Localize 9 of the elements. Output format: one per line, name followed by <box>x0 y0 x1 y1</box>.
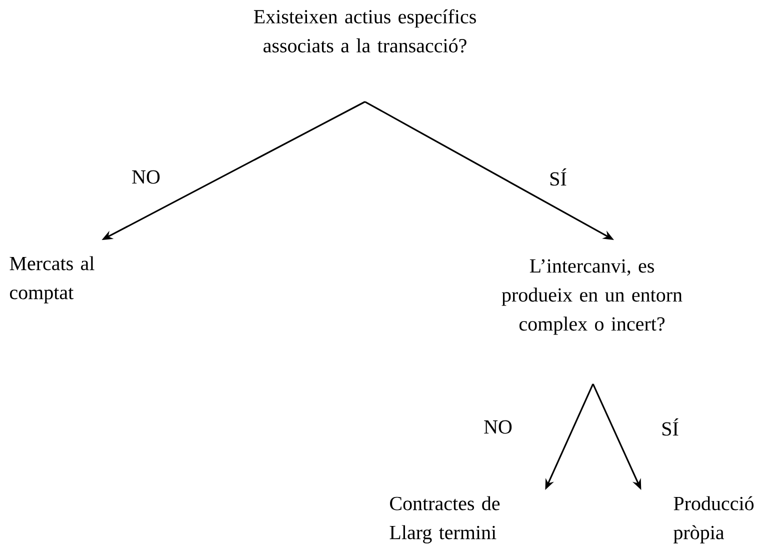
question-text: Contractes de Llarg termini <box>390 496 500 544</box>
question-text: L’intercanvi, es produeix en un entorn complex o incert? <box>502 259 682 335</box>
edge-label: SÍ <box>548 167 568 187</box>
question-text: Existeixen actius específics associats a la transacció? <box>254 9 476 53</box>
question-text: Producció pròpia <box>674 496 754 544</box>
question-text: Mercats al comptat <box>10 256 94 304</box>
edge-label: NO <box>130 169 162 185</box>
edge-label: SÍ <box>660 417 680 437</box>
edge-label: NO <box>482 419 514 435</box>
